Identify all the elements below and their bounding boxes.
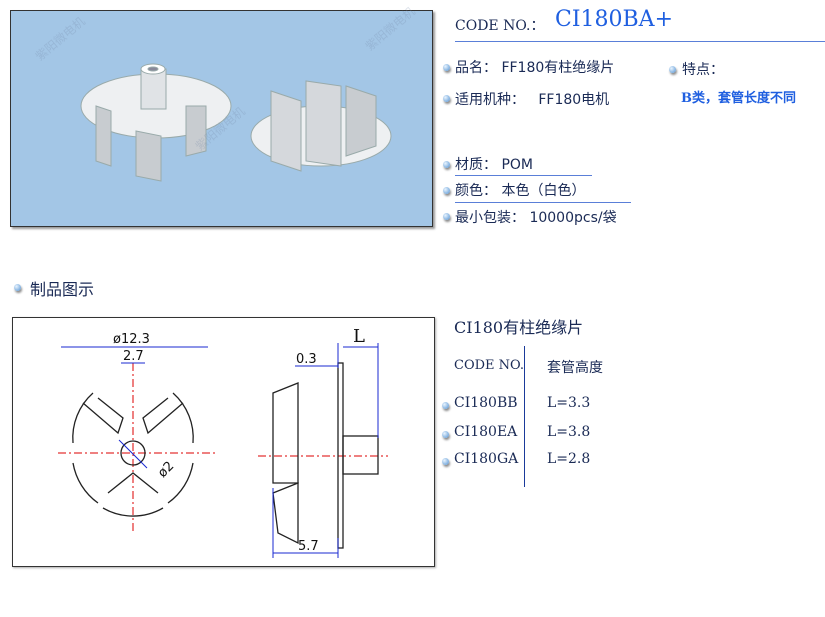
- features-value: B类，套管长度不同: [681, 91, 796, 106]
- bullet-icon: [442, 458, 449, 465]
- spec-label: 颜色：: [455, 183, 497, 199]
- dim-L: L: [353, 326, 365, 347]
- code-value: CI180BA+: [555, 7, 674, 32]
- spec-value: FF180电机: [538, 92, 610, 108]
- spec-label: 材质：: [455, 157, 497, 173]
- spec-label: 适用机种：: [455, 92, 525, 108]
- table-row-height: L=2.8: [547, 451, 591, 467]
- dim-length: 5.7: [298, 539, 319, 554]
- bullet-icon: [443, 64, 450, 71]
- table-row-code: CI180GA: [454, 451, 519, 467]
- table-row-height: L=3.8: [547, 424, 591, 440]
- spec-label: 品名：: [455, 60, 497, 76]
- section-title: 制品图示: [30, 280, 95, 299]
- table-header-code: CODE NO.: [454, 358, 525, 373]
- divider: [455, 175, 592, 176]
- spec-value: 本色（白色）: [501, 183, 586, 199]
- product-photo: [10, 10, 433, 227]
- table-row-code: CI180BB: [454, 395, 518, 411]
- bullet-icon: [443, 161, 450, 168]
- dim-hole: ø2: [155, 459, 177, 481]
- table-row-height: L=3.3: [547, 395, 591, 411]
- dim-diameter: ø12.3: [113, 332, 150, 347]
- spec-value: POM: [501, 157, 533, 173]
- bullet-icon: [443, 187, 450, 194]
- table-row-code: CI180EA: [454, 424, 518, 440]
- features-label: 特点：: [682, 62, 724, 78]
- technical-drawing: ø12.3 2.7 ø2 0.3 L 5.7: [12, 317, 435, 567]
- spec-value: FF180有柱绝缘片: [501, 60, 615, 76]
- bullet-icon: [14, 284, 21, 291]
- bullet-icon: [442, 402, 449, 409]
- product-3d-image: [80, 63, 392, 182]
- spec-label: 最小包装：: [455, 210, 525, 226]
- table-header-height: 套管高度: [547, 360, 603, 376]
- dim-width: 2.7: [123, 349, 144, 364]
- bullet-icon: [443, 95, 450, 102]
- table-title: CI180有柱绝缘片: [454, 318, 584, 337]
- bullet-icon: [443, 213, 450, 220]
- code-label: CODE NO.：: [455, 18, 545, 34]
- bullet-icon: [442, 431, 449, 438]
- table-divider: [524, 346, 525, 487]
- divider: [455, 202, 631, 203]
- spec-value: 10000pcs/袋: [529, 210, 617, 226]
- divider: [455, 41, 825, 42]
- bullet-icon: [669, 66, 676, 73]
- dim-thickness: 0.3: [296, 352, 317, 367]
